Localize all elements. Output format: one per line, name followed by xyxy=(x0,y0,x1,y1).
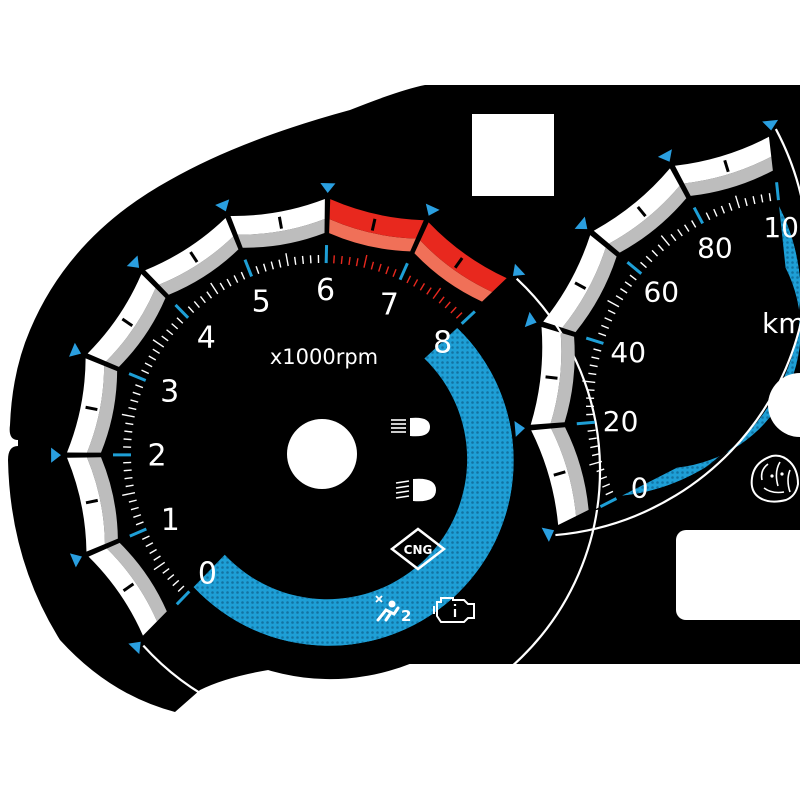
tacho-number-label: 5 xyxy=(252,285,271,320)
tacho-number-label: 1 xyxy=(161,503,180,538)
tacho-tick xyxy=(124,470,132,471)
tacho-number-label: 3 xyxy=(160,375,179,410)
speedo-number-label: 60 xyxy=(643,275,679,308)
tachometer-hub xyxy=(287,419,357,489)
speedo-tick xyxy=(577,422,595,424)
speedo-number-label: 20 xyxy=(603,405,639,438)
odometer-display-window xyxy=(676,530,800,620)
tacho-number-label: 0 xyxy=(198,557,217,592)
cng-label: CNG xyxy=(404,543,433,557)
speedo-tick xyxy=(588,430,596,431)
tacho-number-label: 6 xyxy=(316,273,335,308)
tacho-band-mark xyxy=(279,217,281,229)
speedo-tick xyxy=(777,182,779,200)
airbag-label: 2 xyxy=(401,607,411,625)
speedo-number-label: 0 xyxy=(631,472,649,505)
tacho-number-label: 7 xyxy=(380,287,399,322)
tacho-tick xyxy=(303,256,304,264)
speedo-band-mark xyxy=(546,377,558,378)
tachometer-unit-label: x1000rpm xyxy=(270,345,378,369)
speedo-number-label: 10 xyxy=(763,211,799,244)
tacho-tick xyxy=(125,478,133,479)
speedometer-unit-label: km xyxy=(762,307,800,340)
tacho-number-label: 8 xyxy=(433,325,452,360)
tacho-tick xyxy=(341,256,342,264)
speedo-tick xyxy=(587,390,595,391)
tacho-number-label: 2 xyxy=(147,439,166,474)
speedo-number-label: 80 xyxy=(697,231,733,264)
speedo-number-label: 40 xyxy=(610,336,646,369)
warning-light-cutout xyxy=(472,114,554,196)
tacho-tick xyxy=(124,439,132,440)
tacho-number-label: 4 xyxy=(197,320,216,355)
tacho-tick xyxy=(124,431,132,432)
